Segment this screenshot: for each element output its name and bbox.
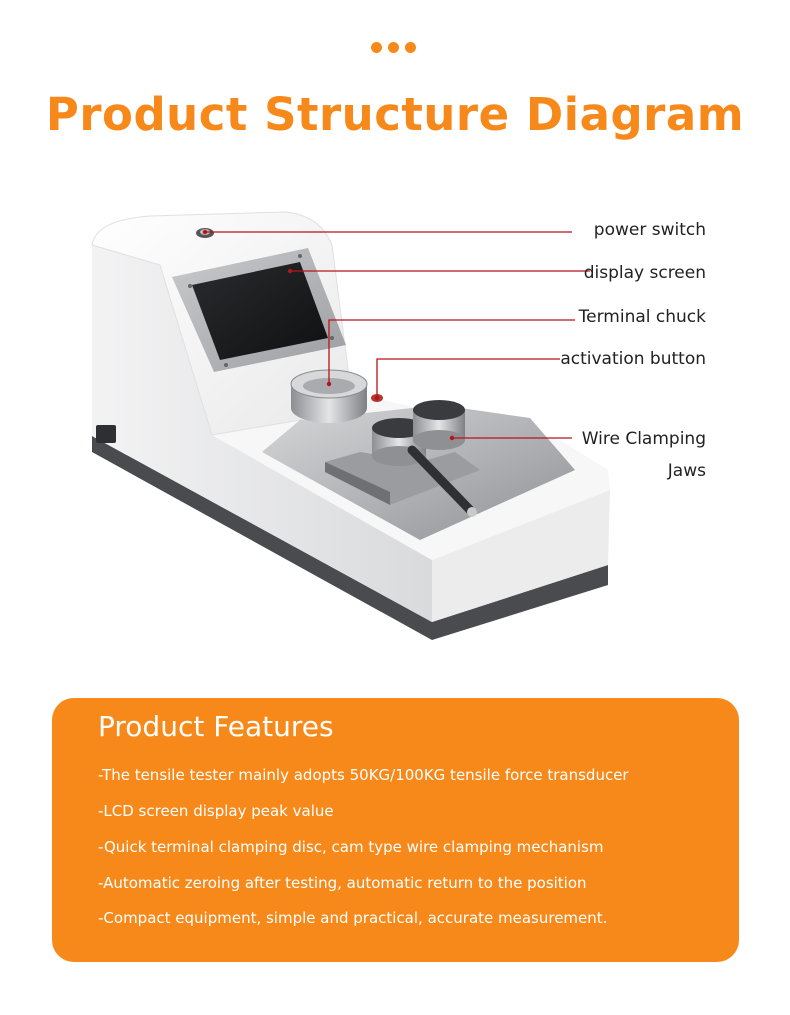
- product-diagram: [91, 211, 610, 640]
- jaw-cylinder-left: [372, 418, 426, 438]
- clamp-block: [325, 452, 480, 505]
- feature-item: -Automatic zeroing after testing, automa…: [98, 874, 587, 892]
- jaw-cylinder-right: [413, 400, 465, 420]
- label-display-screen: display screen: [583, 263, 706, 283]
- page-title: Product Structure Diagram: [45, 88, 745, 141]
- label-wire-clamping-line2: Jaws: [667, 461, 706, 481]
- dot-icon: [371, 42, 382, 53]
- feature-item: -Quick terminal clamping disc, cam type …: [98, 838, 604, 856]
- machine-side: [92, 245, 432, 622]
- lever-rod: [407, 445, 477, 517]
- decorative-dots: [371, 42, 416, 53]
- feature-item: -Compact equipment, simple and practical…: [98, 909, 608, 927]
- dot-icon: [405, 42, 416, 53]
- label-activation-button: activation button: [560, 349, 706, 369]
- leader-terminal-chuck: [328, 319, 575, 384]
- features-title: Product Features: [98, 710, 334, 743]
- feature-item: -The tensile tester mainly adopts 50KG/1…: [98, 766, 629, 784]
- label-terminal-chuck: Terminal chuck: [578, 307, 706, 327]
- leader-activation-button: [376, 358, 560, 398]
- leader-lines: [205, 231, 590, 439]
- lcd-screen: [192, 262, 328, 360]
- usb-port: [96, 425, 116, 443]
- features-panel: Product Features -The tensile tester mai…: [52, 698, 739, 962]
- machine-front: [432, 490, 610, 622]
- feature-item: -LCD screen display peak value: [98, 802, 334, 820]
- dot-icon: [388, 42, 399, 53]
- label-wire-clamping-line1: Wire Clamping: [581, 429, 706, 449]
- label-power-switch: power switch: [593, 220, 706, 240]
